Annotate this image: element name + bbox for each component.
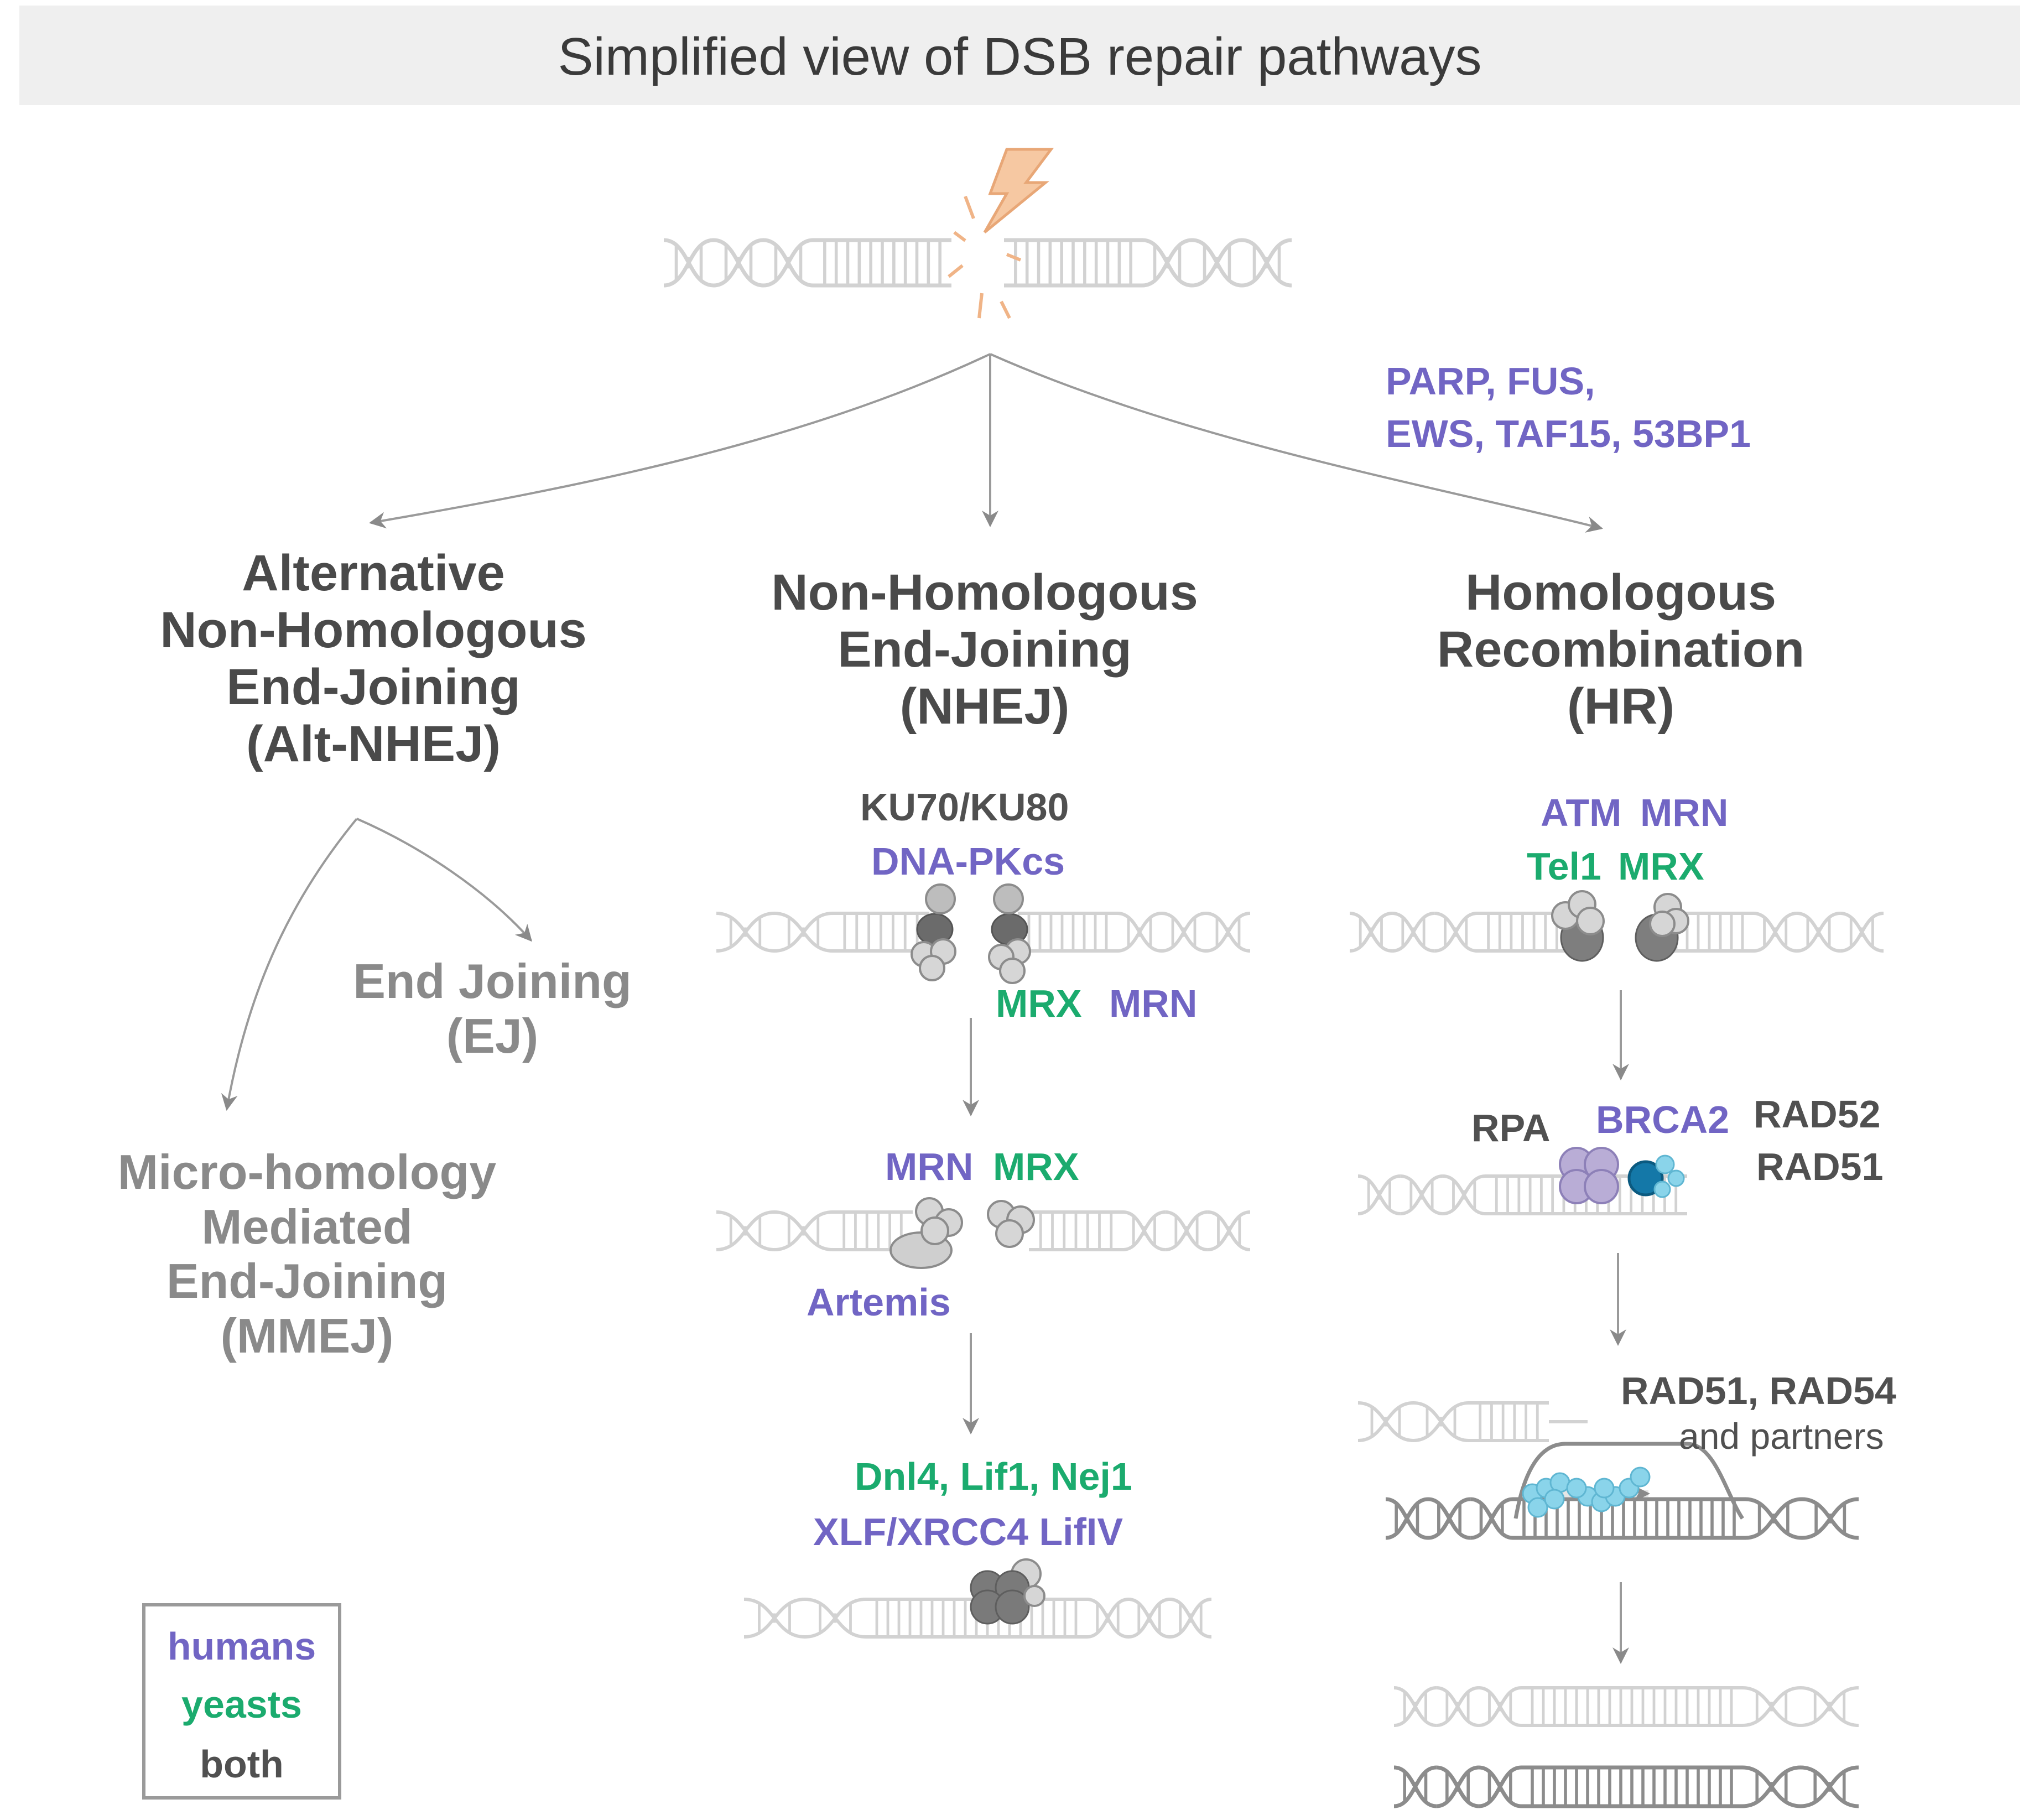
nhej-title: Non-Homologous End-Joining (NHEJ) (736, 564, 1234, 735)
lightning-icon (948, 148, 1054, 319)
end-joining-label: End Joining (EJ) (332, 954, 653, 1063)
artemis-label: Artemis (807, 1281, 951, 1324)
page-title: Simplified view of DSB repair pathways (558, 27, 1482, 86)
dnapkcs-label: DNA-PKcs (871, 840, 1065, 883)
hr-regulators-line2: EWS, TAF15, 53BP1 (1386, 412, 1751, 455)
nhej-title-line: (NHEJ) (899, 678, 1070, 735)
partners-label: and partners (1679, 1416, 1884, 1457)
tel1-label: Tel1 (1527, 845, 1601, 888)
nhej-mrn-label: MRN (1109, 982, 1198, 1025)
alt-nhej-title-line: End-Joining (226, 659, 521, 716)
hr-regulators-line1: PARP, FUS, (1386, 360, 1595, 403)
dna-helix-icon (663, 238, 951, 288)
dna-helix-icon (716, 1210, 913, 1251)
alt-nhej-title-line: Alternative (242, 545, 505, 601)
hr-title: Homologous Recombination (HR) (1372, 564, 1870, 735)
rad51-bead (1544, 1489, 1565, 1510)
hr-mrx-label: MRX (1618, 845, 1704, 888)
dna-helix-icon (1018, 912, 1251, 953)
dna-helix-icon (1665, 912, 1884, 953)
mmej-line: (MMEJ) (220, 1308, 394, 1363)
end-joining-line: (EJ) (446, 1008, 539, 1063)
mmej-line: End-Joining (166, 1254, 448, 1309)
legend-yeasts: yeasts (181, 1683, 302, 1726)
arrow-icon (369, 353, 991, 529)
dna-helix-icon (743, 1598, 1212, 1639)
hr-title-line: (HR) (1567, 678, 1675, 735)
ku-label: KU70/KU80 (860, 786, 1069, 829)
rad51-bead (1527, 1497, 1548, 1518)
rad51-bead (1566, 1478, 1587, 1499)
rad51-label: RAD51 (1756, 1145, 1884, 1188)
arrow-icon (356, 818, 532, 942)
atm-label: ATM (1541, 791, 1622, 834)
nhej-title-line: End-Joining (837, 621, 1132, 678)
alt-nhej-title-line: (Alt-NHEJ) (246, 716, 501, 773)
arrow-icon (990, 353, 1603, 533)
protein-complex-icon (889, 1197, 1035, 1269)
arrow-icon (221, 818, 358, 1111)
alt-nhej-title-line: Non-Homologous (160, 602, 587, 659)
mmej-line: Micro-homology (117, 1145, 497, 1199)
rad51-bead (1594, 1478, 1615, 1499)
rpa-label: RPA (1471, 1106, 1551, 1150)
mmej-line: Mediated (201, 1199, 413, 1254)
hr-mrn-label: MRN (1640, 791, 1729, 834)
dna-helix-icon (1393, 1686, 1859, 1727)
protein-complex-icon (970, 1558, 1045, 1625)
protein-complex-icon (1559, 1147, 1685, 1204)
brca2-label: BRCA2 (1596, 1098, 1730, 1141)
title-bar: Simplified view of DSB repair pathways (19, 6, 2020, 105)
dna-helix-icon (1385, 1442, 1859, 1540)
ligation-human-label: XLF/XRCC4 LifIV (813, 1510, 1123, 1553)
nhej-mrx-label: MRX (996, 982, 1082, 1025)
rad51-rad54-label: RAD51, RAD54 (1621, 1369, 1896, 1412)
legend-humans: humans (167, 1625, 316, 1668)
mmej-label: Micro-homology Mediated End-Joining (MME… (83, 1145, 531, 1363)
hr-title-line: Homologous (1465, 564, 1777, 621)
legend-both: both (200, 1743, 284, 1786)
protein-complex-icon (911, 883, 1031, 984)
hr-title-line: Recombination (1437, 621, 1805, 678)
ligation-yeast-label: Dnl4, Lif1, Nej1 (855, 1455, 1132, 1498)
rad51-filament-icon (1522, 1467, 1651, 1518)
dna-helix-icon (1029, 1210, 1251, 1251)
branch-arrows (221, 353, 1629, 1664)
rad51-bead (1630, 1467, 1651, 1488)
end-joining-line: End Joining (353, 954, 632, 1008)
legend: humans yeasts both (142, 1603, 341, 1800)
protein-complex-icon (1551, 890, 1689, 962)
nhej-title-line: Non-Homologous (771, 564, 1198, 621)
dna-helix-icon (716, 912, 929, 953)
nhej-mrn-label-2: MRN (885, 1145, 974, 1188)
dna-helix-icon (1393, 1765, 1859, 1808)
dna-helix-icon (1357, 1401, 1588, 1442)
dna-helix-icon (1349, 912, 1568, 953)
rad52-label: RAD52 (1754, 1093, 1881, 1136)
dna-helix-icon (1004, 238, 1292, 288)
d-loop-strand (1513, 1442, 1744, 1520)
alt-nhej-title: Alternative Non-Homologous End-Joining (… (127, 545, 620, 773)
nhej-mrx-label-2: MRX (993, 1145, 1079, 1188)
